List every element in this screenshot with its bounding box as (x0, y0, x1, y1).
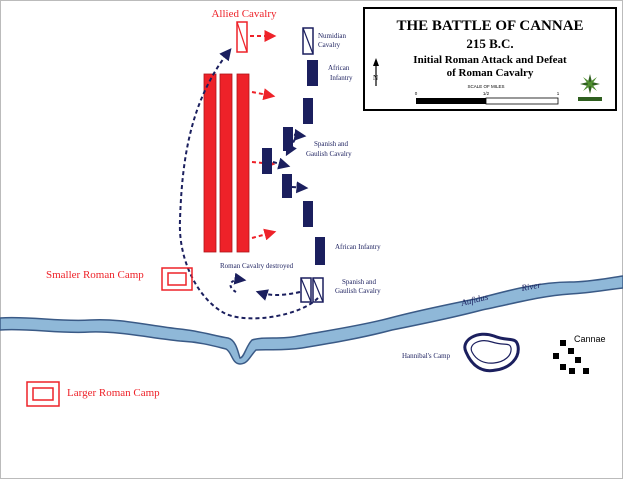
roman-infantry-column-2 (219, 73, 233, 253)
label-numidian-cavalry-2: Cavalry (318, 41, 341, 49)
label-african-infantry-top-1: African (328, 64, 350, 72)
scale-tick-1: 1 (557, 91, 560, 96)
hannibals-camp-icon (463, 332, 520, 373)
north-arrow-icon: N (373, 58, 379, 86)
numidian-cavalry-unit (302, 27, 314, 55)
label-larger-roman-camp: Larger Roman Camp (67, 387, 160, 399)
label-spanish-gaulish-top-2: Gaulish Cavalry (306, 150, 352, 158)
title-box-frame (363, 7, 617, 111)
scale-bar-light (485, 97, 559, 105)
label-river: River (520, 280, 542, 293)
center-infantry-block-3 (282, 174, 292, 198)
roman-infantry-column-3 (236, 73, 250, 253)
carthaginian-arrow-2 (286, 128, 307, 141)
label-roman-cavalry-destroyed: Roman Cavalry destroyed (220, 262, 294, 270)
compass-star-icon (578, 74, 602, 101)
carthaginian-arrow-1 (285, 138, 297, 157)
label-spanish-gaulish-bottom-1: Spanish and (342, 278, 377, 286)
african-infantry-block-top-1 (307, 60, 318, 86)
aufidus-river (0, 275, 623, 365)
carthaginian-cavalry-route-return (255, 289, 301, 301)
map-subtitle-line-2: of Roman Cavalry (447, 67, 534, 79)
label-spanish-gaulish-bottom-2: Gaulish Cavalry (335, 287, 381, 295)
roman-cavalry-destroyed-arrow (229, 272, 247, 293)
map-subtitle-line-1: Initial Roman Attack and Defeat (413, 54, 567, 66)
carthaginian-cavalry-route (178, 48, 319, 320)
roman-advance-arrow-2 (251, 88, 276, 101)
label-african-infantry-bottom: African Infantry (335, 243, 381, 251)
roman-infantry-column-1 (203, 73, 217, 253)
scale-tick-0: 0 (415, 91, 418, 96)
spanish-gaulish-cavalry-unit-bottom (300, 277, 324, 303)
carthaginian-arrow-4 (291, 181, 309, 194)
roman-advance-arrow-4 (251, 228, 277, 241)
african-infantry-block-bottom-2 (315, 237, 325, 265)
svg-text:N: N (373, 74, 378, 82)
scale-tick-half: 1/2 (483, 91, 490, 96)
center-infantry-block-1 (283, 127, 293, 151)
label-smaller-roman-camp: Smaller Roman Camp (46, 269, 144, 281)
carthaginian-arrow-3 (272, 157, 291, 170)
map-year: 215 B.C. (466, 36, 513, 51)
smaller-roman-camp-icon (161, 267, 193, 291)
center-infantry-block-2 (262, 148, 272, 174)
label-allied-cavalry: Allied Cavalry (211, 8, 277, 20)
scale-bar-dark (416, 98, 486, 104)
african-infantry-block-top-2 (303, 98, 313, 124)
larger-roman-camp-icon (26, 381, 60, 407)
african-infantry-block-bottom-1 (303, 201, 313, 227)
label-numidian-cavalry-1: Numidian (318, 32, 346, 40)
label-cannae: Cannae (574, 334, 606, 344)
label-african-infantry-top-2: Infantry (330, 74, 353, 82)
map-title: THE BATTLE OF CANNAE (396, 18, 583, 34)
label-spanish-gaulish-top-1: Spanish and (314, 140, 349, 148)
cannae-town-icon (553, 340, 589, 374)
allied-cavalry-unit (236, 21, 248, 53)
label-hannibals-camp: Hannibal's Camp (402, 352, 451, 360)
scale-label: SCALE OF MILES (467, 84, 504, 89)
title-box: THE BATTLE OF CANNAE 215 B.C. Initial Ro… (363, 7, 617, 111)
